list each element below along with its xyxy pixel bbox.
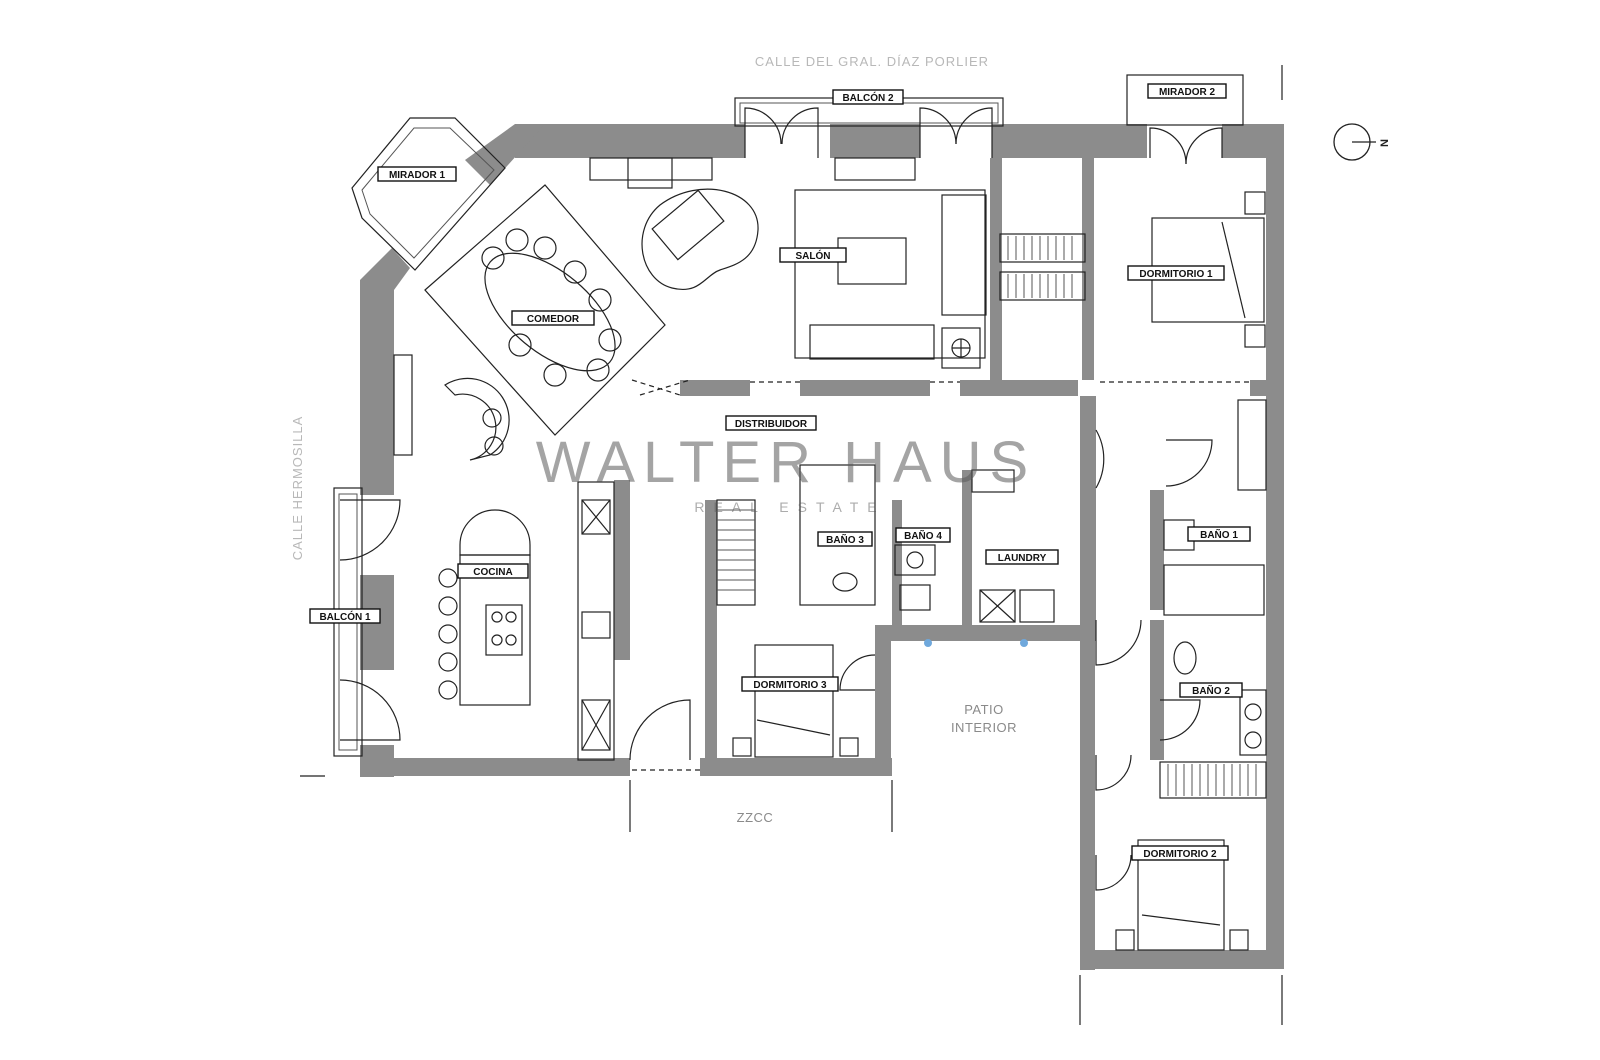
room-label: BAÑO 4 [904,529,942,542]
room-tag-bano3: BAÑO 3 [817,531,873,547]
room-tag-dormitorio2: DORMITORIO 2 [1131,845,1229,861]
room-tag-bano2: BAÑO 2 [1179,682,1243,698]
room-tag-bano4: BAÑO 4 [895,527,951,543]
room-label: DISTRIBUIDOR [735,419,808,430]
exterior-walls [360,124,1284,970]
room-label: DORMITORIO 2 [1143,849,1217,860]
room-tag-cocina: COCINA [457,563,529,579]
zzcc-label: ZZCC [737,810,774,825]
room-label: SALÓN [796,249,831,262]
room-tag-comedor: COMEDOR [511,310,595,326]
room-label: DORMITORIO 3 [753,680,827,691]
room-tag-distribuidor: DISTRIBUIDOR [725,415,817,431]
room-label: BALCÓN 2 [842,91,894,104]
plan-linework [300,65,1283,1025]
room-label: LAUNDRY [998,553,1047,564]
room-tag-dormitorio1: DORMITORIO 1 [1127,265,1225,281]
street-label-left: CALLE HERMOSILLA [290,416,305,561]
compass-label: N [1379,139,1391,147]
interior-walls [614,158,1270,760]
room-tag-mirador2: MIRADOR 2 [1147,83,1227,99]
room-label: BAÑO 3 [826,533,864,546]
patio-label-line1: PATIO [964,702,1004,717]
room-tag-mirador1: MIRADOR 1 [377,166,457,182]
room-label: COMEDOR [527,314,580,325]
patio-label-line2: INTERIOR [951,720,1017,735]
room-tag-balcon2: BALCÓN 2 [832,89,904,105]
room-tag-dormitorio3: DORMITORIO 3 [741,676,839,692]
room-label: DORMITORIO 1 [1139,269,1213,280]
room-label: BAÑO 2 [1192,684,1230,697]
watermark: WALTER HAUS REAL ESTATE [536,430,1037,515]
room-tag-salon: SALÓN [779,247,847,263]
room-label: MIRADOR 2 [1159,87,1216,98]
watermark-sub: REAL ESTATE [694,499,885,515]
room-label: COCINA [473,567,512,578]
compass: N [1333,123,1391,161]
room-label: BAÑO 1 [1200,528,1238,541]
room-tag-balcon1: BALCÓN 1 [309,608,381,624]
room-label: BALCÓN 1 [319,610,371,623]
watermark-brand: WALTER HAUS [536,430,1037,495]
room-label: MIRADOR 1 [389,170,446,181]
street-label-top: CALLE DEL GRAL. DÍAZ PORLIER [755,54,989,69]
room-tag-bano1: BAÑO 1 [1187,526,1251,542]
room-tag-laundry: LAUNDRY [985,549,1059,565]
